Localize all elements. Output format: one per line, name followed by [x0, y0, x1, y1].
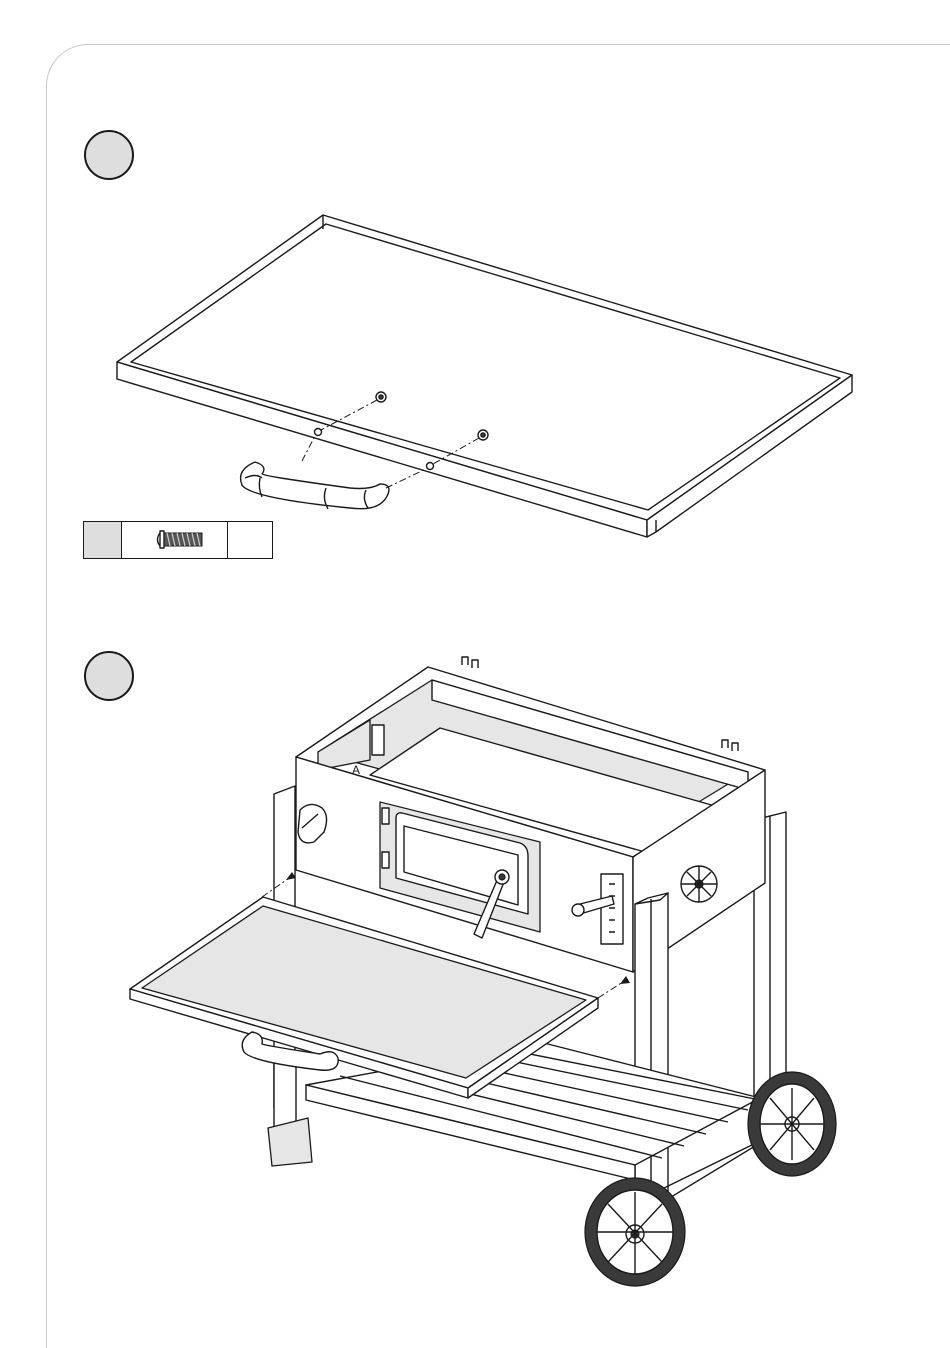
bracket-label-a: A	[352, 763, 360, 777]
step-1-shelf-tray	[117, 215, 852, 537]
step-2-cart: A	[130, 657, 836, 1286]
wheel-back	[748, 1072, 836, 1176]
wheel-front	[585, 1178, 685, 1286]
side-vent[interactable]	[681, 866, 717, 902]
